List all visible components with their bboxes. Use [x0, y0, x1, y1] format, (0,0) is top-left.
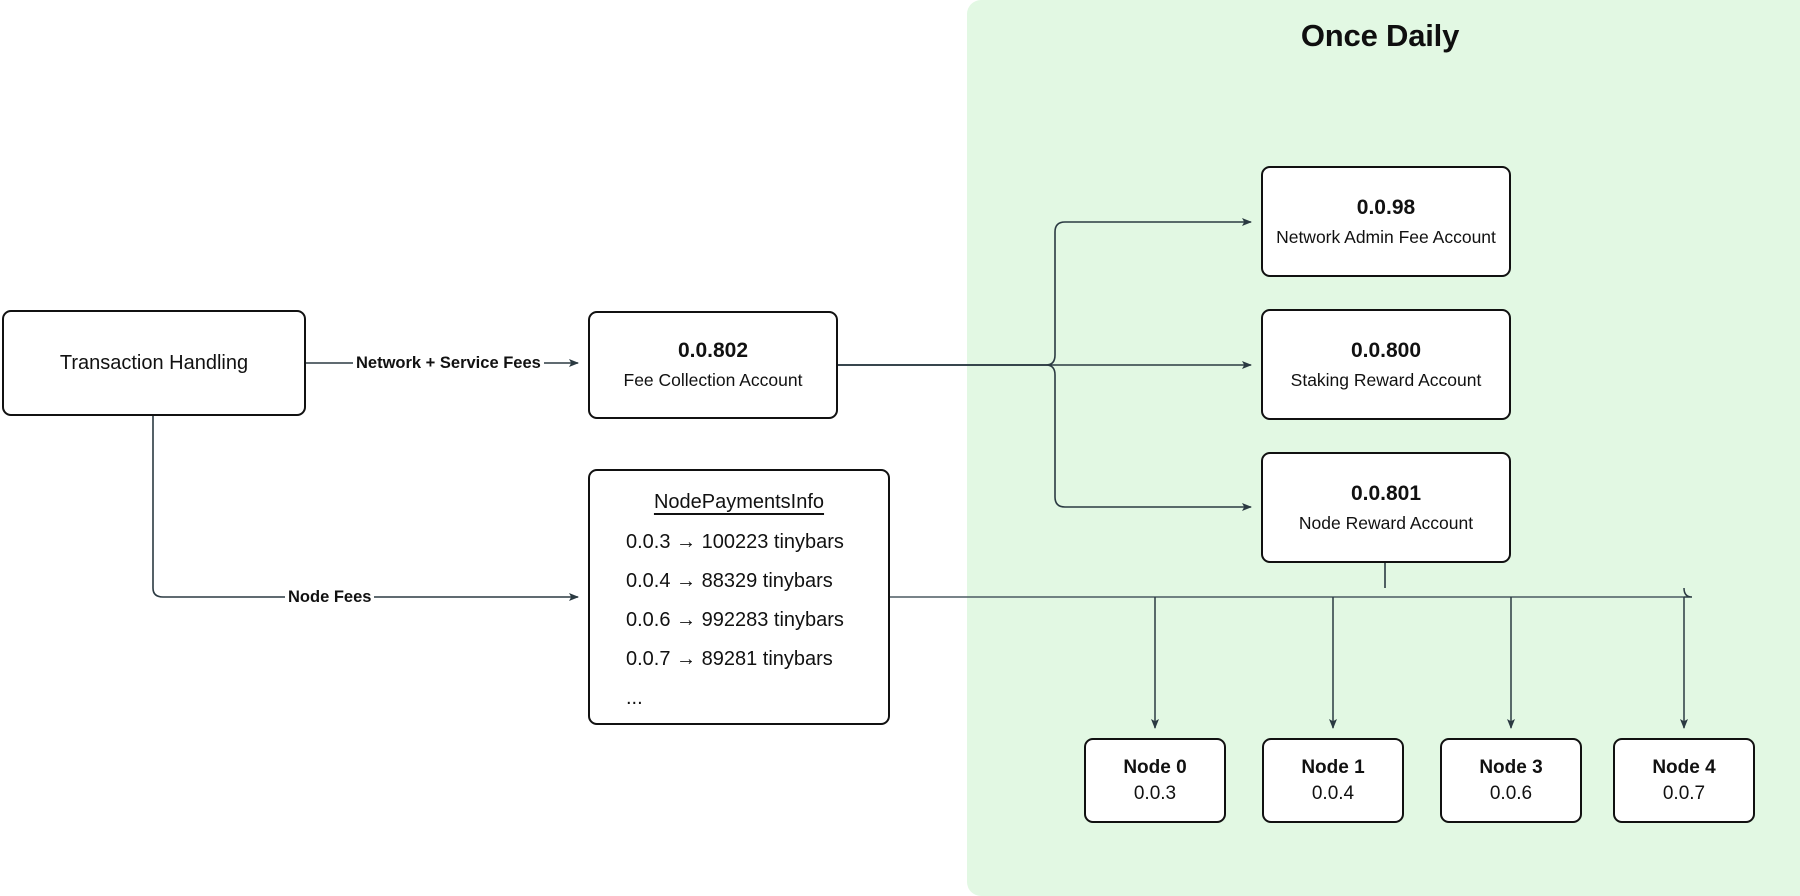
node-payments-info-box[interactable]: NodePaymentsInfo 0.0.3 → 100223 tinybars…	[588, 469, 890, 725]
node-4-account: 0.0.7	[1662, 782, 1706, 804]
node-box-0[interactable]: Node 0 0.0.3	[1084, 738, 1226, 823]
edge-label-network-service-fees: Network + Service Fees	[353, 354, 544, 373]
node-network-admin-fee-account[interactable]: 0.0.98 Network Admin Fee Account	[1261, 166, 1511, 277]
node-3-title: Node 3	[1479, 756, 1543, 778]
node-4-title: Node 4	[1652, 756, 1716, 778]
fee-collection-name: Fee Collection Account	[623, 370, 803, 391]
node-3-account: 0.0.6	[1489, 782, 1533, 804]
node-1-title: Node 1	[1301, 756, 1365, 778]
node-payments-info-line: 0.0.3 → 100223 tinybars	[626, 531, 844, 553]
edge-label-node-fees: Node Fees	[285, 588, 375, 607]
network-admin-id: 0.0.98	[1356, 195, 1416, 219]
node-payments-info-title: NodePaymentsInfo	[653, 491, 825, 513]
edge-fee-to-node-reward	[838, 364, 1252, 511]
node-0-title: Node 0	[1123, 756, 1187, 778]
node-payments-info-line: 0.0.6 → 992283 tinybars	[626, 609, 844, 631]
edge-tx-to-node-payments	[152, 416, 579, 601]
node-transaction-handling[interactable]: Transaction Handling	[2, 310, 306, 416]
node-1-account: 0.0.4	[1311, 782, 1355, 804]
transaction-handling-label: Transaction Handling	[59, 351, 249, 374]
node-box-1[interactable]: Node 1 0.0.4	[1262, 738, 1404, 823]
node-reward-name: Node Reward Account	[1298, 512, 1474, 533]
node-payments-info-line: 0.0.4 → 88329 tinybars	[626, 570, 833, 592]
node-payments-info-line: ...	[626, 687, 643, 709]
node-box-4[interactable]: Node 4 0.0.7	[1613, 738, 1755, 823]
node-fee-collection-account[interactable]: 0.0.802 Fee Collection Account	[588, 311, 838, 419]
node-node-reward-account[interactable]: 0.0.801 Node Reward Account	[1261, 452, 1511, 563]
edge-bus-to-node-4	[1684, 587, 1692, 728]
node-box-3[interactable]: Node 3 0.0.6	[1440, 738, 1582, 823]
staking-reward-id: 0.0.800	[1350, 338, 1422, 362]
staking-reward-name: Staking Reward Account	[1290, 369, 1482, 390]
network-admin-name: Network Admin Fee Account	[1276, 226, 1496, 247]
node-payments-info-line: 0.0.7 → 89281 tinybars	[626, 648, 833, 670]
node-0-account: 0.0.3	[1133, 782, 1177, 804]
fee-collection-id: 0.0.802	[677, 339, 749, 363]
node-reward-id: 0.0.801	[1350, 481, 1422, 505]
page-title: Once Daily	[1300, 18, 1460, 53]
node-staking-reward-account[interactable]: 0.0.800 Staking Reward Account	[1261, 309, 1511, 420]
edge-fee-to-network-admin	[838, 218, 1252, 366]
